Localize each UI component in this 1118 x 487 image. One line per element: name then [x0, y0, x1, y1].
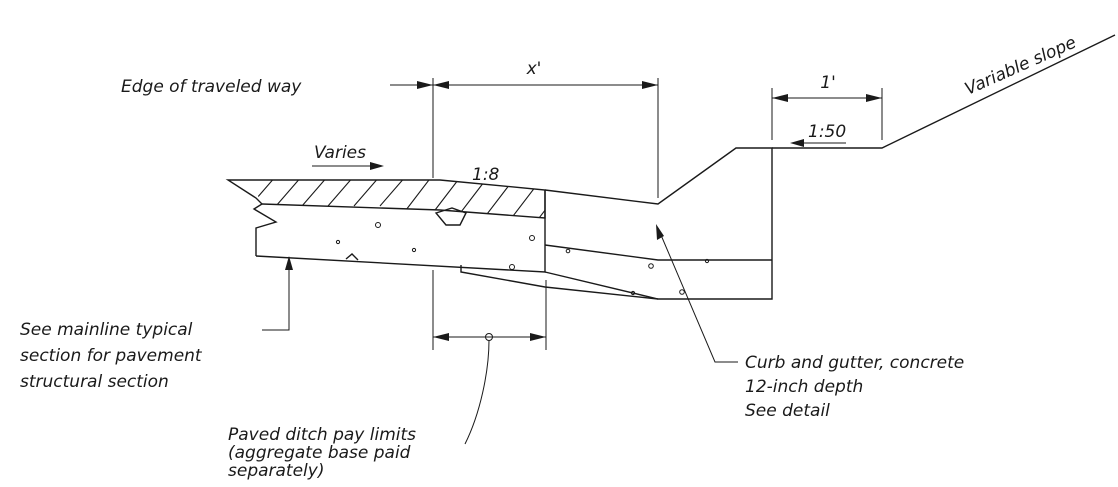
label-paved-ditch-line3: separately)	[228, 461, 324, 481]
label-see-mainline-line2: section for pavement	[20, 346, 203, 366]
one-foot-dimension	[772, 94, 882, 102]
label-paved-ditch-line2: (aggregate base paid	[228, 443, 411, 463]
label-variable-slope: Variable slope	[962, 33, 1079, 100]
label-x-dimension: x'	[526, 59, 542, 79]
label-see-mainline-line3: structural section	[20, 372, 169, 392]
label-paved-ditch-line1: Paved ditch pay limits	[228, 425, 416, 445]
label-see-mainline-line1: See mainline typical	[20, 320, 193, 340]
label-curb-gutter-line2: 12-inch depth	[745, 377, 863, 397]
asphalt-hatching	[250, 180, 545, 218]
x-dimension	[433, 81, 658, 89]
label-slope-1-50: 1:50	[808, 122, 846, 142]
label-edge-of-traveled-way: Edge of traveled way	[121, 77, 302, 97]
label-slope-1-8: 1:8	[472, 165, 500, 185]
label-varies: Varies	[314, 143, 366, 163]
paved-ditch-leader	[464, 339, 490, 445]
label-curb-gutter-line3: See detail	[745, 401, 830, 421]
paved-ditch-dimension	[433, 333, 546, 445]
asphalt-layer	[250, 179, 546, 226]
break-line	[225, 179, 278, 256]
see-mainline-leader	[262, 256, 293, 331]
base-notch	[345, 253, 359, 261]
varies-arrow	[312, 162, 384, 170]
edge-leader	[390, 81, 433, 89]
curb-gutter-leader	[656, 224, 738, 363]
slope-1-50-arrow	[790, 139, 846, 147]
label-one-foot: 1'	[820, 73, 836, 93]
base-layer	[255, 190, 546, 273]
variable-slope-line	[772, 34, 1116, 149]
label-curb-gutter-line1: Curb and gutter, concrete	[745, 353, 964, 373]
curb-and-gutter	[460, 147, 773, 300]
aggregate-notch	[434, 207, 467, 226]
